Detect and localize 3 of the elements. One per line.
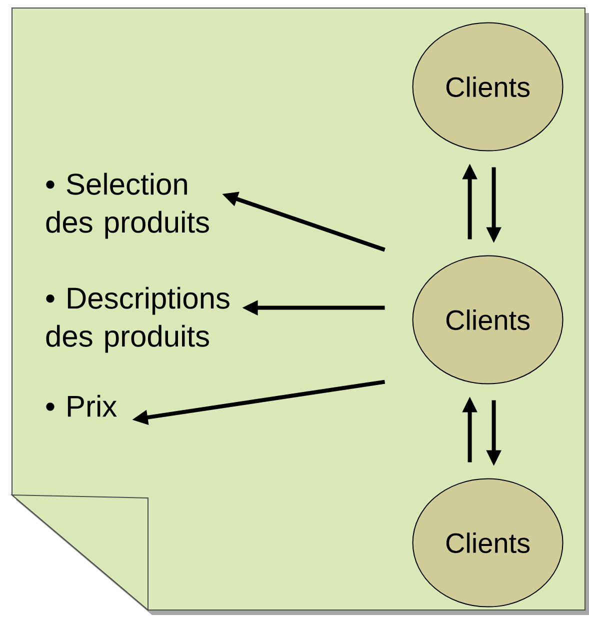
- bullet-text: • Descriptions des produits: [46, 286, 230, 353]
- bullet-text: • Selection des produits: [46, 172, 209, 239]
- bullet-text: • Prix: [46, 394, 117, 417]
